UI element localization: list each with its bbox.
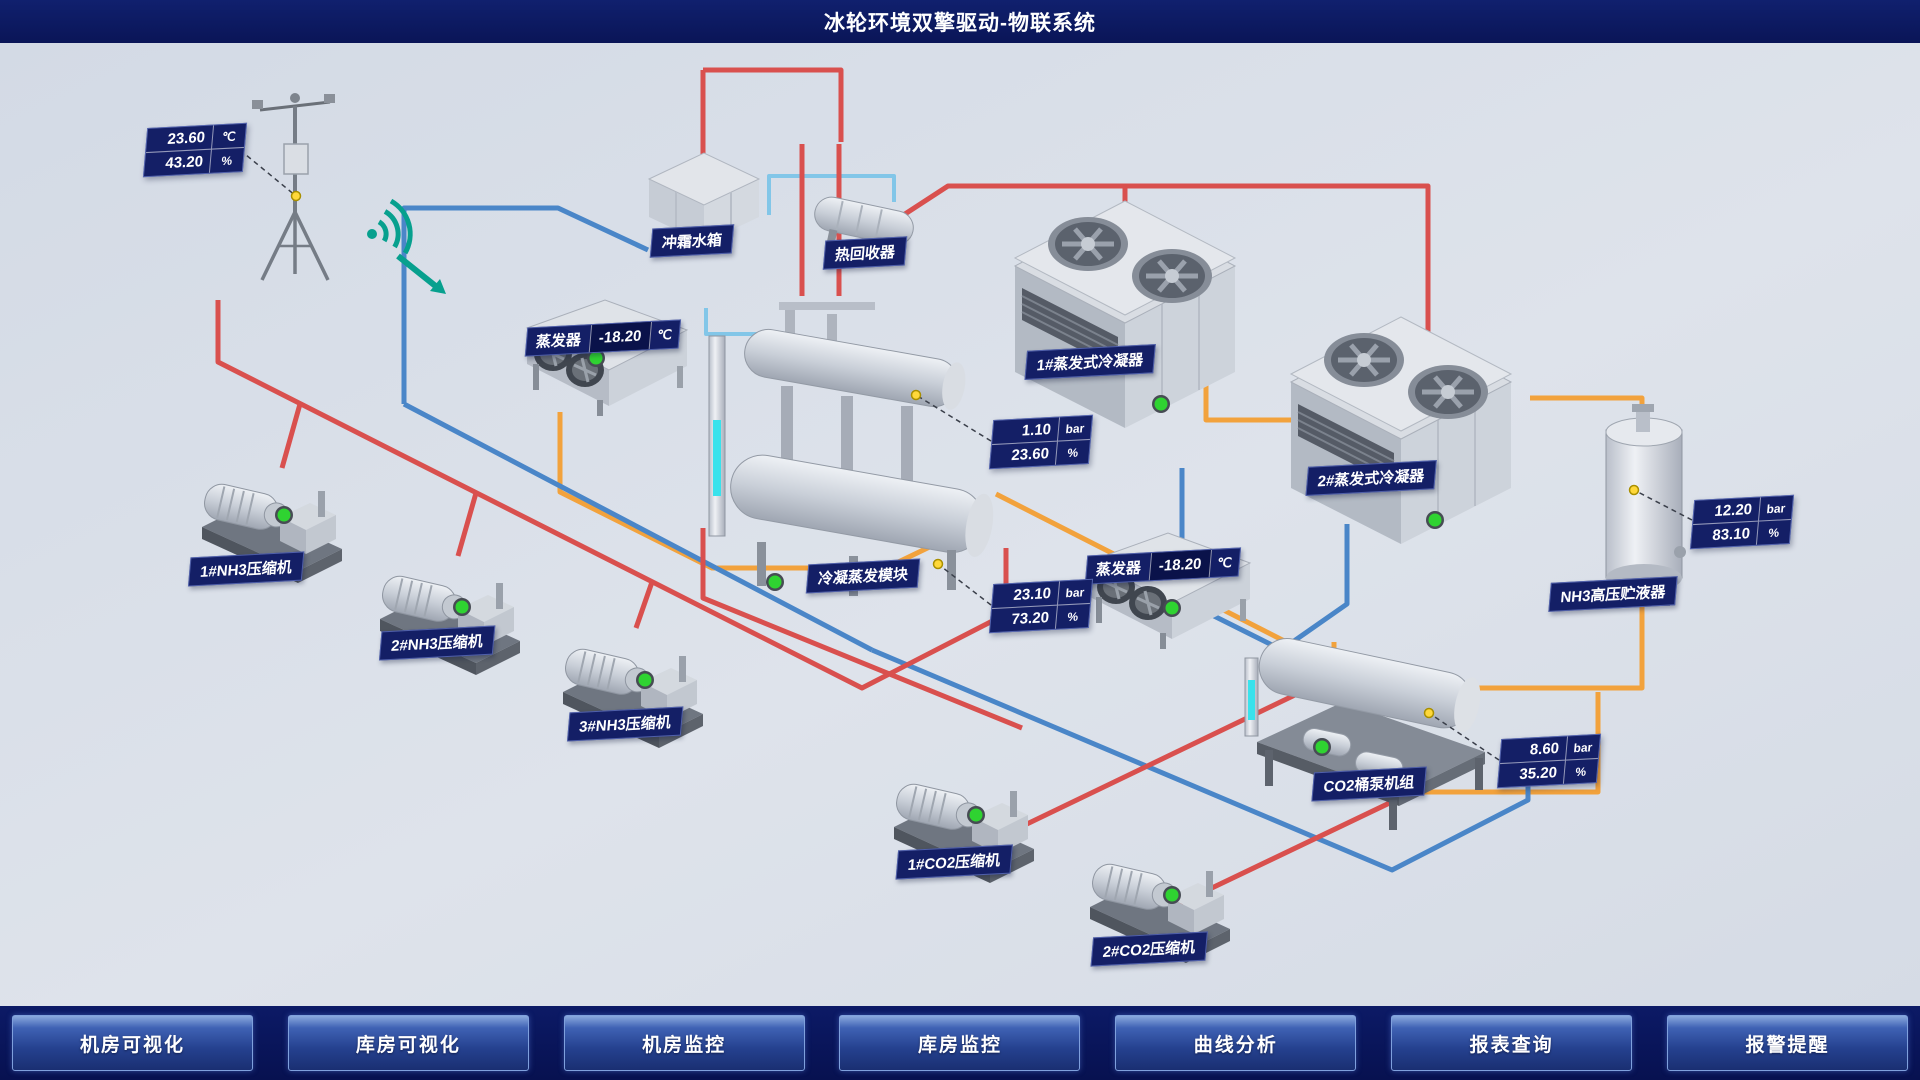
receiver-pressure-unit: bar [1766,500,1786,516]
weather-temp-value: 23.60 [146,125,215,153]
status-dot-module [766,573,784,591]
weather-humidity-unit: % [220,153,233,168]
evaporator-2-temp-value: -18.20 [1148,549,1212,581]
status-dot-evaporator-1 [587,349,605,367]
condenser-2-graphic [1291,317,1511,544]
label-co2-compressor-2: 2#CO2压缩机 [1090,931,1208,967]
nav-button-warehouse-monitoring[interactable]: 库房监控 [839,1015,1081,1071]
weather-humidity-value: 43.20 [143,149,212,177]
nav-button-machine-room-monitoring[interactable]: 机房监控 [563,1015,805,1071]
gauge-module-low: 23.10 bar 73.20 % [988,578,1094,634]
page-title: 冰轮环境双擎驱动-物联系统 [824,11,1096,35]
module-low-pressure-unit: bar [1065,584,1085,600]
evaporator-1-name: 蒸发器 [535,331,582,352]
evaporator-1-temp-value: -18.20 [588,321,652,353]
module-low-level-value: 73.20 [989,605,1058,633]
label-nh3-compressor-1: 1#NH3压缩机 [187,551,305,587]
receiver-pressure-value: 12.20 [1693,497,1762,525]
pointer-dots [290,190,1640,719]
nav-button-machine-room-visualization[interactable]: 机房可视化 [12,1015,253,1071]
wifi-icon [367,198,446,294]
module-high-level-value: 23.60 [989,441,1058,469]
module-low-pressure-value: 23.10 [992,581,1061,609]
gauge-co2-pump: 8.60 bar 35.20 % [1496,733,1602,789]
receiver-level-unit: % [1767,525,1780,540]
module-high-pressure-value: 1.10 [992,417,1061,445]
label-nh3-compressor-2: 2#NH3压缩机 [378,625,496,661]
evaporator-2-temp-unit: ℃ [1216,554,1233,571]
co2-pump-level-unit: % [1574,764,1587,779]
module-low-level-unit: % [1066,609,1079,624]
status-dot-co2-pump [1313,738,1331,756]
evaporator-1-temp-unit: ℃ [656,326,673,343]
cond-evap-module-graphic [708,302,994,596]
weather-humidity-row: 43.20 % [143,148,244,177]
nav-button-report-query[interactable]: 报表查询 [1391,1015,1633,1071]
label-co2-pump-unit: CO2桶泵机组 [1311,766,1427,802]
weather-temp-unit: ℃ [221,128,237,144]
co2-pump-unit-graphic [1244,638,1485,830]
label-cond-evap-module: 冷凝蒸发模块 [805,558,921,594]
co2-pump-pressure-unit: bar [1573,739,1593,755]
label-nh3-compressor-3: 3#NH3压缩机 [566,706,684,742]
receiver-level-value: 83.10 [1690,521,1759,549]
bottom-nav: 机房可视化 库房可视化 机房监控 库房监控 曲线分析 报表查询 报警提醒 [0,1006,1920,1080]
nav-button-alarm-reminder[interactable]: 报警提醒 [1666,1015,1908,1071]
gauge-nh3-receiver: 12.20 bar 83.10 % [1689,494,1795,550]
label-defrost-tank: 冲霜水箱 [649,224,735,258]
status-dot-evaporator-2 [1163,599,1181,617]
status-dot-condenser-1 [1152,395,1170,413]
status-dot-condenser-2 [1426,511,1444,529]
co2-pump-level-value: 35.20 [1497,760,1566,788]
pointer-lines [239,149,1693,761]
co2-pump-pressure-value: 8.60 [1500,736,1569,764]
condenser-1-graphic [1015,201,1235,428]
gauge-module-high: 1.10 bar 23.60 % [988,414,1094,470]
nav-button-curve-analysis[interactable]: 曲线分析 [1115,1015,1357,1071]
nh3-receiver-graphic [1605,404,1686,606]
module-high-level-unit: % [1066,445,1079,460]
label-co2-compressor-1: 1#CO2压缩机 [895,844,1013,880]
status-dots [587,349,1444,756]
evaporator-1-graphic [525,298,689,418]
evaporator-2-name: 蒸发器 [1095,559,1142,580]
weather-station-graphic [252,93,335,281]
gauge-weather: 23.60 ℃ 43.20 % [142,122,248,178]
header: 冰轮环境双擎驱动-物联系统 [0,0,1920,43]
nav-button-warehouse-visualization[interactable]: 库房可视化 [287,1015,529,1071]
nh3-compressor-2-graphic [378,571,521,676]
label-heat-recovery: 热回收器 [822,236,908,270]
module-high-pressure-unit: bar [1065,420,1085,436]
